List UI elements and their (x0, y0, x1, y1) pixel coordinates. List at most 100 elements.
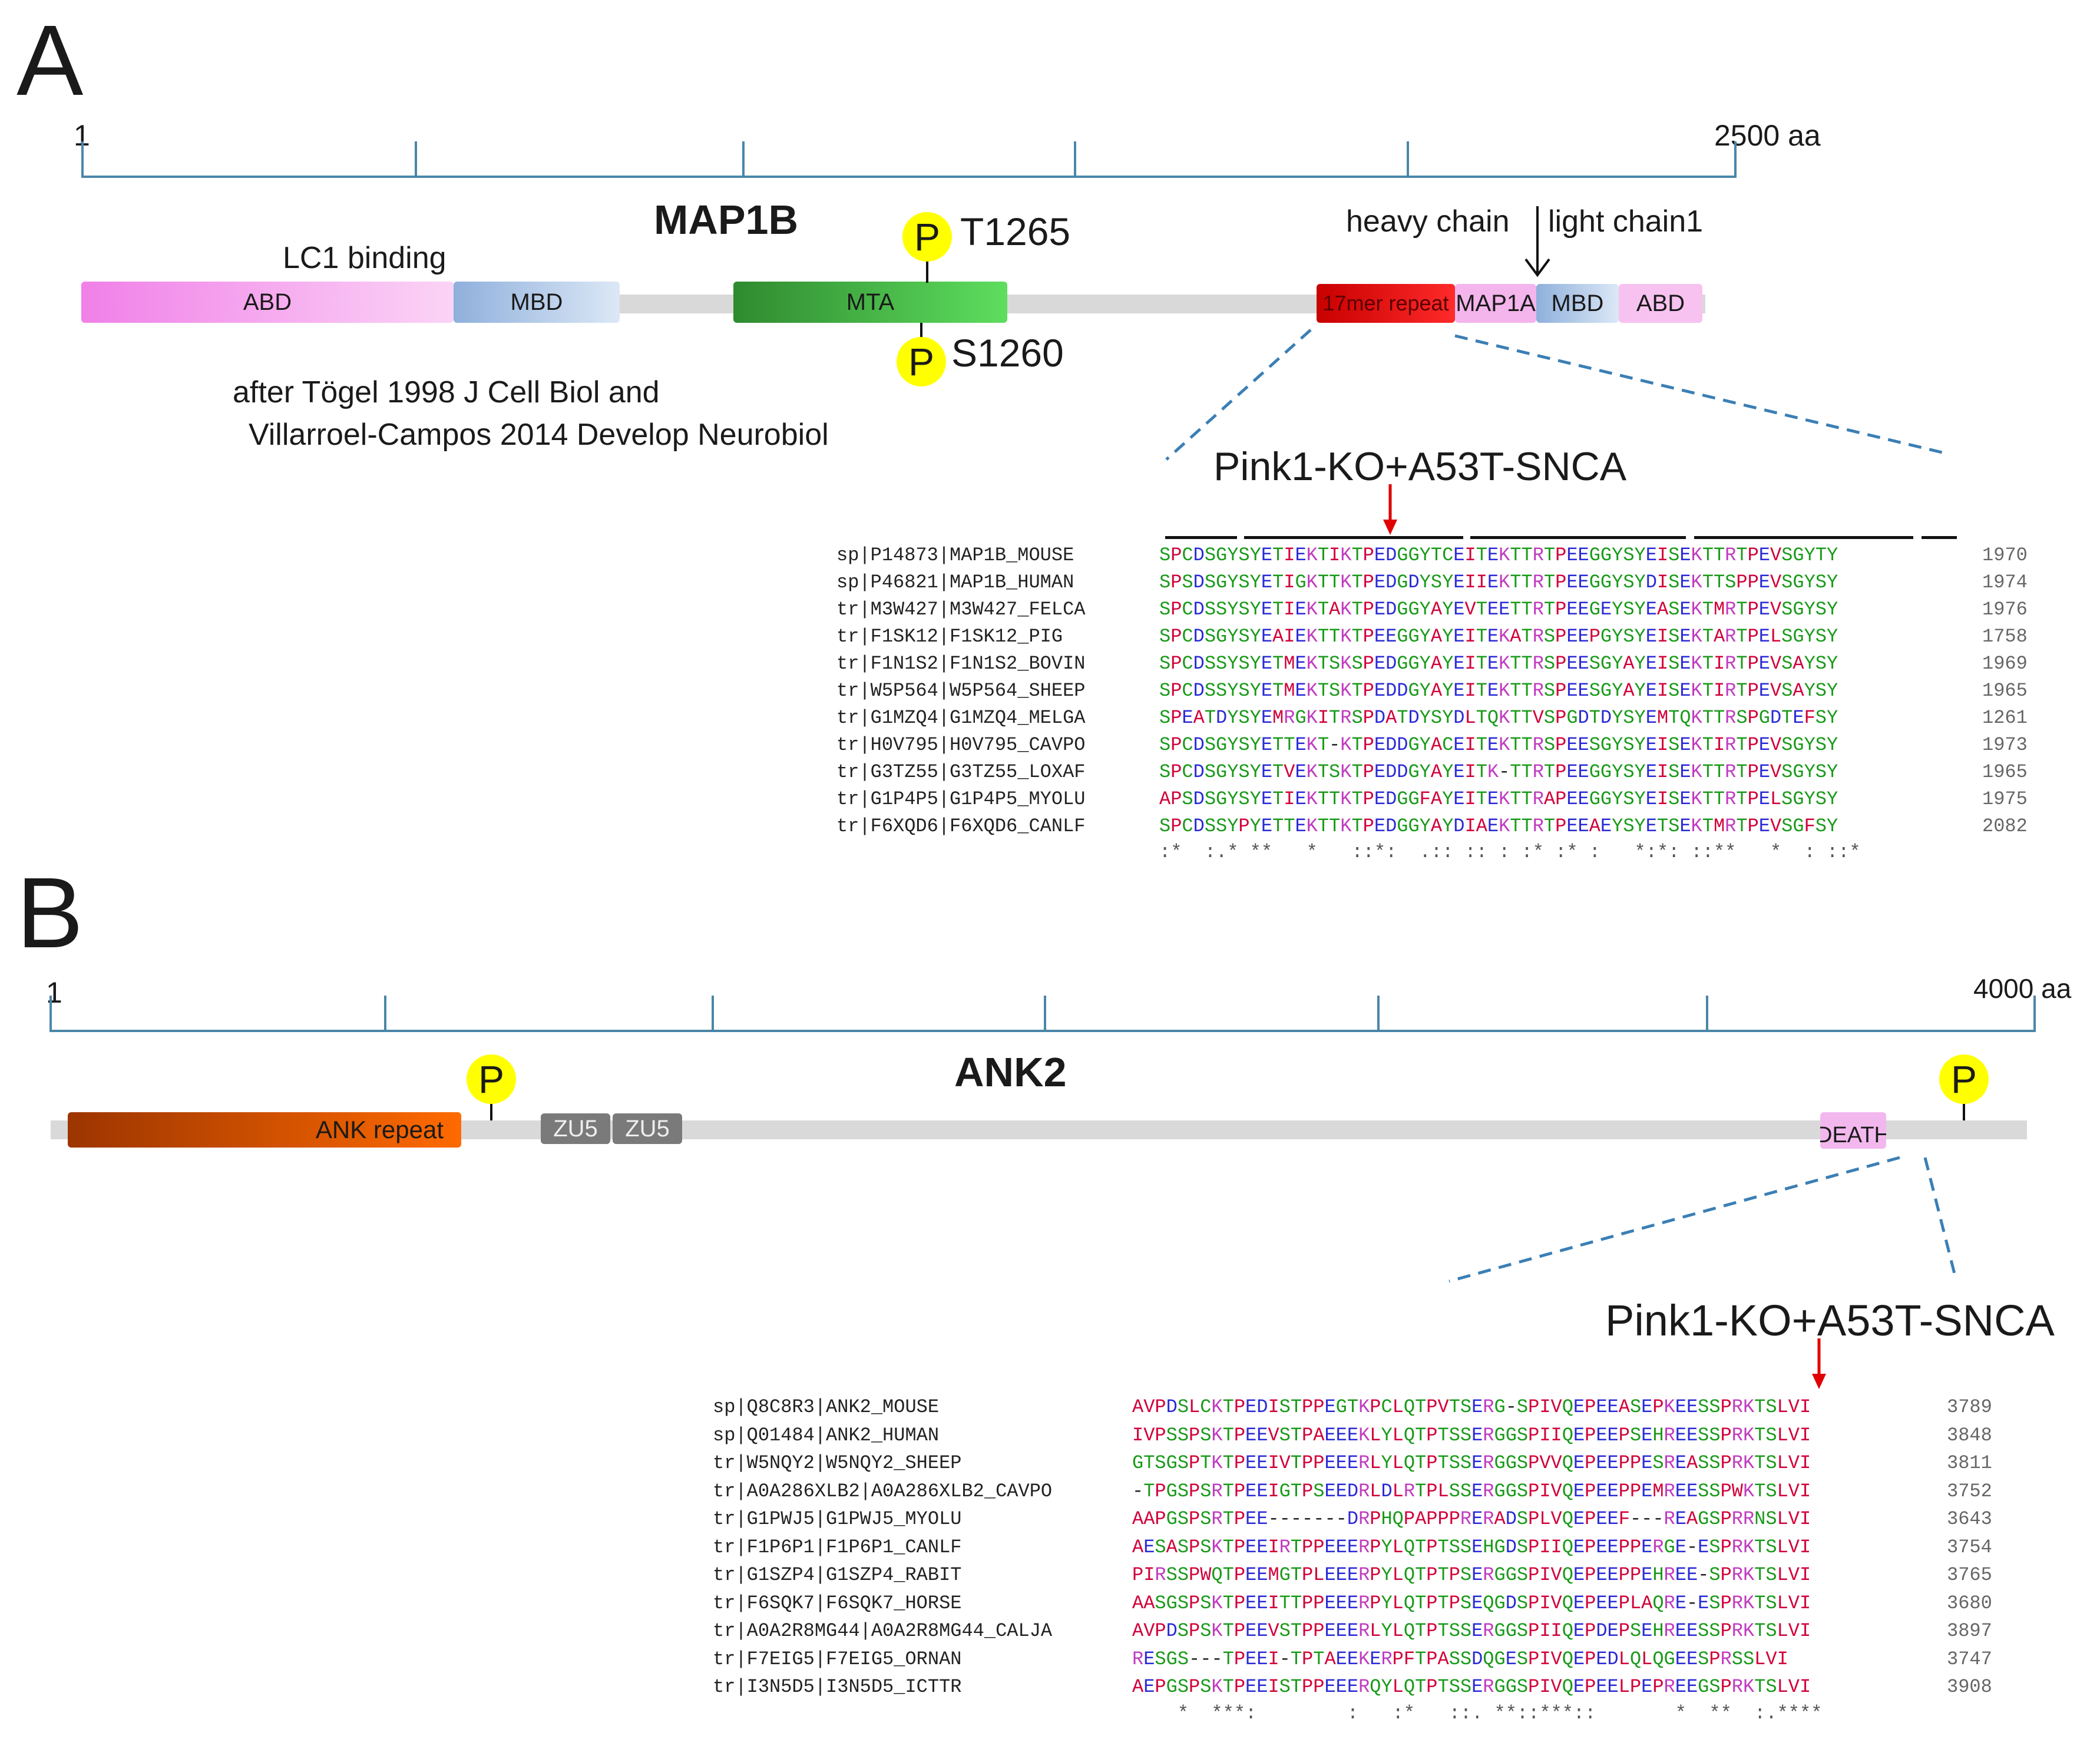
alignment-name: tr|A0A2R8MG44|A0A2R8MG44_CALJA (713, 1620, 1053, 1642)
alignment-name: sp|P46821|MAP1B_HUMAN (836, 571, 1074, 593)
alignment-sequence: AASGSPSKTPEEITTPPEEERPYLQTPTPSEQGDSPIVQE… (1132, 1592, 1811, 1614)
alignment-position: 3643 (1947, 1508, 1992, 1530)
alignment-position: 1970 (1982, 544, 2028, 566)
alignment-sequence: AESASPSKTPEEIRTPPEEERPYLQTPTSSEHGDSPIIQE… (1132, 1536, 1811, 1558)
domain-zu5: ZU5 (541, 1113, 610, 1144)
ruler-axis (81, 176, 1737, 178)
alignment-position: 1974 (1982, 571, 2028, 593)
phospho-stem (1963, 1102, 1965, 1120)
ruler-start-label: 1 (46, 976, 62, 1009)
alignment-name: sp|P14873|MAP1B_MOUSE (836, 544, 1074, 566)
ruler-tick (1734, 141, 1737, 177)
domain-mta: MTA (733, 282, 1007, 323)
alignment-sequence: SPCDSGYSYETVEKTSKTPEDDGYAYEITK-TTRTPEEGG… (1159, 761, 1838, 783)
domain-abd-light: ABD (1619, 284, 1702, 323)
light-chain-label: light chain1 (1548, 204, 1704, 239)
domain-abd: ABD (81, 282, 454, 323)
panel-label-b: B (16, 857, 84, 969)
ruler-tick (1044, 996, 1046, 1032)
mutation-arrow-icon (1812, 1338, 1826, 1389)
phospho-stem (920, 323, 922, 340)
domain-17mer-repeat: 17mer repeat (1317, 284, 1455, 323)
alignment-sequence: IVPSSPSKTPEEVSTPAEEEKLYLQTPTSSERGGSPIIQE… (1132, 1424, 1811, 1446)
alignment-name: tr|F1N1S2|F1N1S2_BOVIN (836, 653, 1086, 675)
alignment-sequence: SPCDSSYSYETIEKTAKTPEDGGYAYEVTEETTRTPEEGE… (1159, 599, 1838, 620)
alignment-position: 1965 (1982, 680, 2028, 702)
alignment-position: 3752 (1947, 1480, 1992, 1502)
mutation-arrow-icon (1383, 484, 1397, 535)
ruler-tick (1706, 996, 1708, 1032)
alignment-name: tr|W5P564|W5P564_SHEEP (836, 680, 1086, 702)
alignment-position: 3789 (1947, 1396, 1992, 1418)
alignment-sequence: SPCDSSYPYETTEKTTKTPEDGGYAYDIAEKTTRTPEEAE… (1159, 815, 1838, 837)
repeat-bar (1165, 536, 1237, 539)
domain-zu5: ZU5 (613, 1113, 682, 1144)
alignment-sequences: SPCDSGYSYETIEKTIKTPEDGGYTCEITEKTTRTPEEGG… (1159, 542, 1838, 840)
heavy-chain-label: heavy chain (1346, 204, 1510, 239)
alignment-name: tr|F6SQK7|F6SQK7_HORSE (713, 1592, 962, 1614)
ruler-axis (49, 1030, 2036, 1032)
alignment-name: tr|I3N5D5|I3N5D5_ICTTR (713, 1676, 962, 1698)
alignment-position: 1261 (1982, 707, 2028, 729)
ruler-tick (1407, 141, 1409, 177)
domain-ank-repeat: ANK repeat (68, 1112, 461, 1148)
alignment-names: sp|P14873|MAP1B_MOUSE sp|P46821|MAP1B_HUM… (836, 542, 1085, 840)
alignment-position: 1976 (1982, 599, 2028, 620)
alignment-name: tr|G1PWJ5|G1PWJ5_MYOLU (713, 1508, 962, 1530)
alignment-position: 3897 (1947, 1620, 1992, 1642)
ruler-end-label: 2500 aa (1714, 119, 1821, 152)
alignment-name: tr|F7EIG5|F7EIG5_ORNAN (713, 1648, 962, 1670)
alignment-position: 1975 (1982, 788, 2028, 810)
ruler-tick (2033, 996, 2036, 1032)
alignment-name: tr|G3TZ55|G3TZ55_LOXAF (836, 761, 1086, 783)
panel-label-a: A (16, 5, 84, 117)
alignment-position: 3765 (1947, 1564, 1992, 1586)
domain-mbd: MBD (454, 282, 620, 323)
repeat-bar (1244, 536, 1463, 539)
protein-title: ANK2 (954, 1049, 1067, 1095)
ruler-tick (415, 141, 417, 177)
credit-line-2: Villarroel-Campos 2014 Develop Neurobiol (249, 418, 829, 452)
alignment-position: 3747 (1947, 1648, 1992, 1670)
alignment-position: 3908 (1947, 1676, 1992, 1698)
cleavage-arrow-icon (1524, 206, 1550, 277)
alignment-sequence: APSDSGYSYETIEKTTKTPEDGGFAYEITEKTTRAPEEGG… (1159, 788, 1838, 810)
alignment-name: tr|F1P6P1|F1P6P1_CANLF (713, 1536, 962, 1558)
alignment-position: 3848 (1947, 1424, 1992, 1446)
site-t1265: T1265 (960, 210, 1071, 253)
alignment-sequence: SPEATDYSYEMRGKITRSPDATDYSYDLTQKTTVSPGDTD… (1159, 707, 1838, 729)
mutation-heading-b: Pink1-KO+A53T-SNCA (1605, 1296, 2055, 1345)
site-s1260: S1260 (951, 331, 1064, 375)
alignment-sequence: AVPDSLCKTPEDISTPPEGTKPCLQTPVTSERG-SPIVQE… (1132, 1396, 1811, 1418)
domain-map1a: MAP1A (1455, 284, 1536, 323)
alignment-name: tr|F6XQD6|F6XQD6_CANLF (836, 815, 1086, 837)
alignment-consensus: :* :.* ** * ::*: .:: :: : :* :* : *:*: :… (1159, 841, 1861, 863)
domain-mbd-light: MBD (1536, 284, 1619, 323)
alignment-sequence: SPCDSSYSYETMEKTSKSPEDGGYAYEITEKTTRSPEESG… (1159, 653, 1838, 675)
protein-title: MAP1B (654, 197, 799, 243)
domain-death: DEATH (1820, 1112, 1886, 1149)
ruler-tick (712, 996, 714, 1032)
alignment-sequence: AAPGSPSRTPEE-------DRPHQPAPPPRERADSPLVQE… (1132, 1508, 1811, 1530)
alignment-name: tr|G1MZQ4|G1MZQ4_MELGA (836, 707, 1086, 729)
alignment-sequence: SPCDSGYSYETIEKTIKTPEDGGYTCEITEKTTRTPEEGG… (1159, 544, 1838, 566)
repeat-bar (1470, 536, 1686, 539)
ruler-tick (1377, 996, 1380, 1032)
alignment-sequence: -TPGSPSRTPEEIGTPSEEDRLDLRTPLSSERGGSPIVQE… (1132, 1480, 1811, 1502)
alignment-sequence: GTSGSPTKTPEEIVTPPEEERLYLQTPTSSERGGSPVVQE… (1132, 1452, 1811, 1474)
alignment-name: sp|Q01484|ANK2_HUMAN (713, 1424, 940, 1446)
alignment-position: 1758 (1982, 626, 2028, 647)
lc1-binding-label: LC1 binding (283, 241, 447, 275)
mutation-heading-a: Pink1-KO+A53T-SNCA (1213, 444, 1627, 489)
alignment-name: tr|G1SZP4|G1SZP4_RABIT (713, 1564, 962, 1586)
phospho-stem (926, 259, 928, 283)
alignment-sequence: SPCDSGYSYETTEKT-KTPEDDGYACEITEKTTRSPEESG… (1159, 734, 1838, 756)
alignment-sequence: RESGS---TPEEI-TPTAEEKERPFTPASSDQGESPIVQE… (1132, 1648, 1788, 1670)
alignment-sequences: AVPDSLCKTPEDISTPPEGTKPCLQTPVTSERG-SPIVQE… (1132, 1393, 1811, 1701)
alignment-name: tr|F1SK12|F1SK12_PIG (836, 626, 1063, 647)
ruler-end-label: 4000 aa (1973, 973, 2072, 1004)
